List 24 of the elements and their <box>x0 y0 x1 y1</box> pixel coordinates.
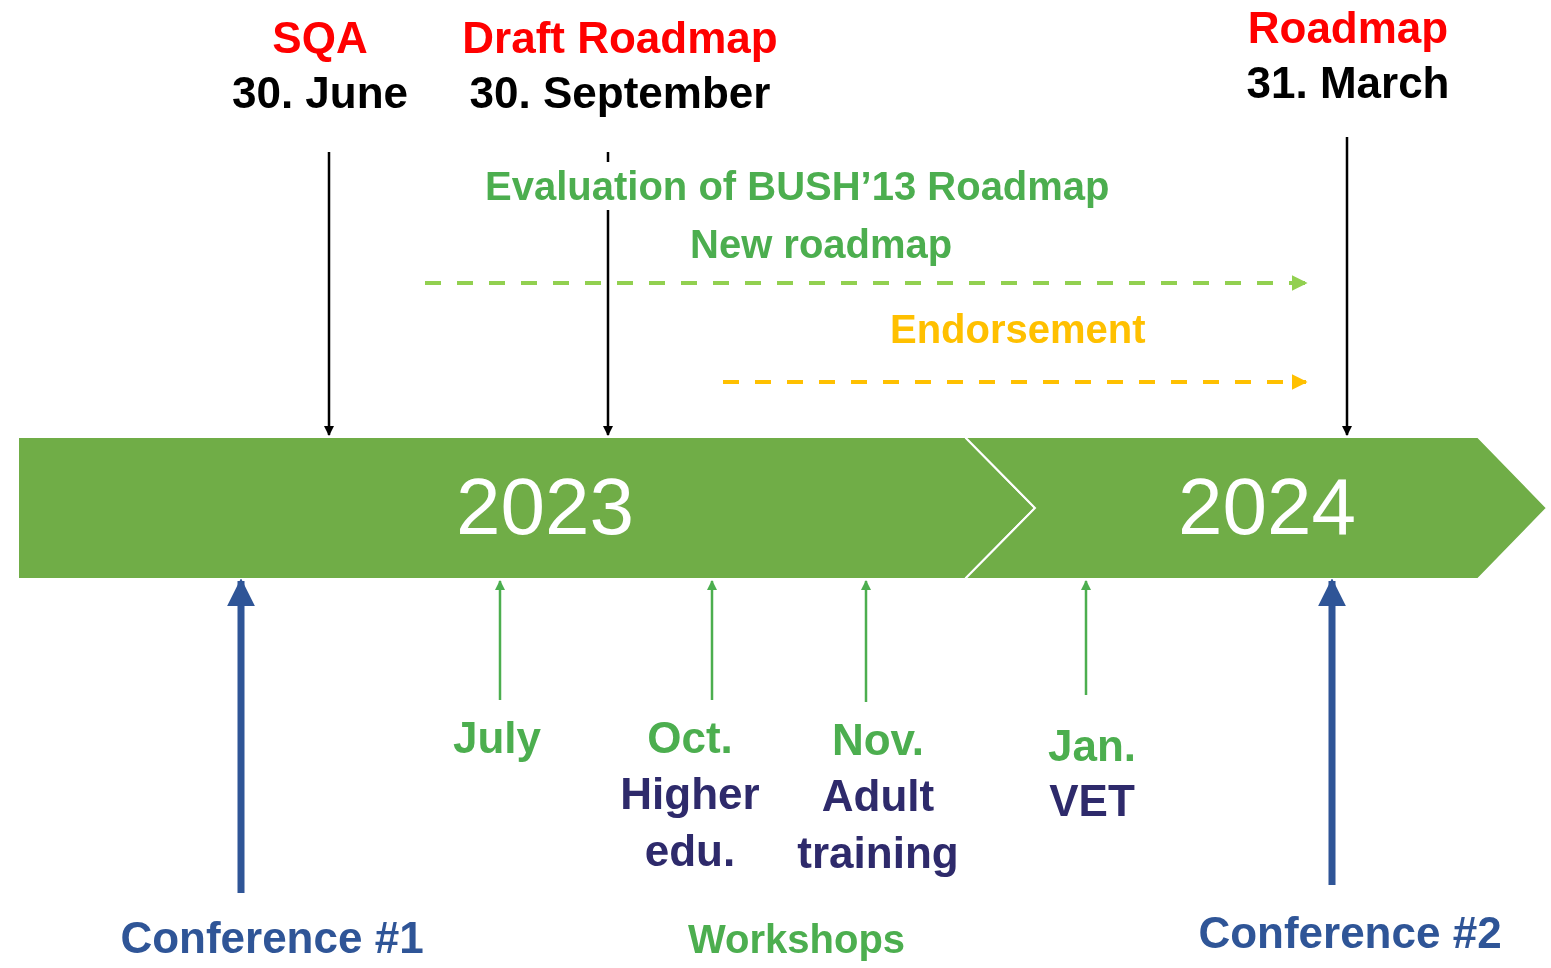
milestone-heading: SQA <box>272 12 368 64</box>
milestone-heading: Roadmap <box>1247 2 1449 54</box>
milestone-heading: Nov. <box>831 714 925 766</box>
year-label: 2023 <box>455 461 635 553</box>
milestone-heading: Oct. <box>647 712 733 764</box>
milestone-date: Higher edu. <box>619 768 761 878</box>
year-label: 2024 <box>1177 461 1357 553</box>
milestone-heading: Draft Roadmap <box>462 12 778 64</box>
arrow <box>861 580 871 702</box>
milestone-date: 30. September <box>469 67 771 119</box>
milestone-date: 31. March <box>1246 57 1450 109</box>
arrow <box>495 580 505 700</box>
milestone-date: 30. June <box>231 67 409 119</box>
milestone-heading: Jan. <box>1047 720 1136 772</box>
arrow <box>1342 137 1352 436</box>
arrow <box>707 580 717 700</box>
arrow <box>324 152 334 436</box>
milestone-label: Conference #1 <box>120 912 424 964</box>
phase-label: Evaluation of BUSH’13 Roadmap <box>485 162 1110 210</box>
arrow <box>1081 580 1091 695</box>
milestone-label: Conference #2 <box>1198 907 1502 959</box>
milestone-date: Adult training <box>796 770 960 880</box>
milestone-date: VET <box>1049 775 1135 827</box>
milestone-label: July <box>452 712 541 764</box>
